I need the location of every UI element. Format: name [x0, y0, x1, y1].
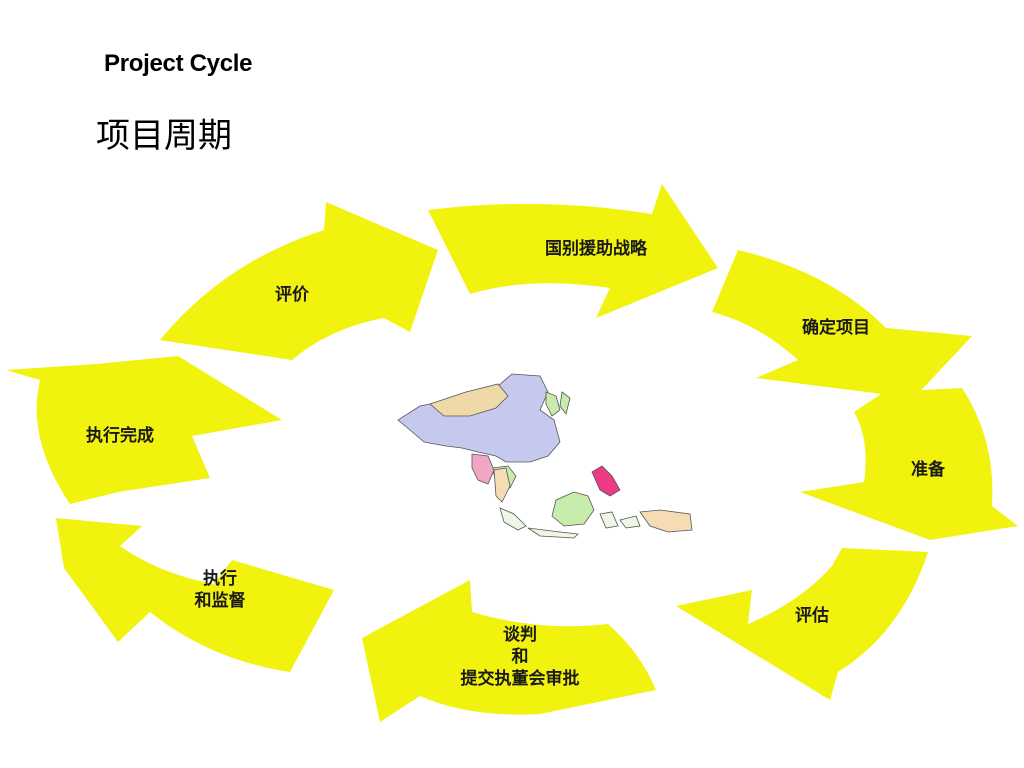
stage-label-line: 执行完成 [86, 425, 154, 446]
arrow-appraisal [676, 548, 928, 700]
stage-label-line: 评价 [275, 285, 310, 305]
stage-label-line: 评估 [795, 605, 829, 626]
page-title-english: Project Cycle [104, 50, 253, 77]
arrow-preparation [800, 388, 1018, 540]
map-indonesia-islands [499, 507, 641, 539]
southeast-asia-map [397, 373, 693, 539]
stage-label-line: 确定项目 [802, 317, 870, 338]
stage-label-line: 谈判 [503, 624, 537, 645]
map-korea-japan [545, 391, 571, 417]
stage-label-negotiation: 谈判和提交执董会审批 [461, 624, 580, 689]
arrow-completion [6, 356, 282, 504]
cycle-arrows [6, 184, 1018, 722]
map-mongolia [429, 383, 509, 417]
map-philippines [591, 465, 621, 497]
stage-label-appraisal: 评估 [795, 605, 829, 626]
stage-label-identification: 确定项目 [802, 317, 870, 338]
stage-label-line: 准备 [911, 459, 946, 480]
stage-label-country-strategy: 国别援助战略 [545, 238, 648, 259]
stage-label-completion: 执行完成 [86, 425, 154, 446]
arrow-implementation [56, 518, 334, 672]
map-myanmar [471, 453, 495, 485]
arrow-negotiation [362, 580, 656, 722]
stage-label-line: 和 [512, 647, 529, 667]
stage-label-preparation: 准备 [911, 459, 946, 480]
arrow-identification [712, 250, 972, 398]
map-thailand [493, 467, 511, 503]
stage-label-evaluation: 评价 [275, 285, 310, 305]
stage-label-line: 提交执董会审批 [461, 668, 580, 689]
page-title-chinese: 项目周期 [96, 116, 232, 156]
map-new-guinea [639, 509, 693, 533]
map-borneo [551, 491, 595, 527]
map-china [397, 373, 561, 463]
arrow-evaluation [160, 202, 438, 360]
stage-label-line: 执行 [203, 568, 237, 589]
stage-label-line: 国别援助战略 [545, 238, 648, 259]
stage-label-implementation: 执行和监督 [195, 568, 246, 611]
arrow-country-strategy [428, 184, 718, 318]
stage-label-line: 和监督 [195, 590, 246, 611]
